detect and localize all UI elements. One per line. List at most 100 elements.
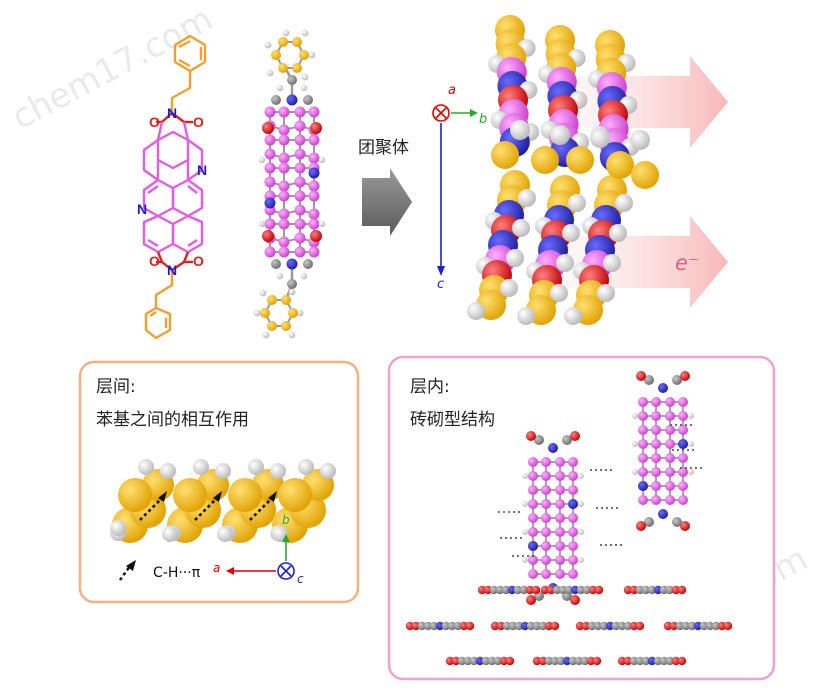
carbonyl-carbon-atom [513, 585, 523, 595]
hydrogen-atom [262, 331, 270, 339]
hydrogen-atom [632, 413, 638, 419]
oxygen-atom [525, 585, 535, 595]
nitrogen-atom [308, 167, 320, 179]
carbon-atom [665, 495, 675, 505]
hydrogen-atom [522, 557, 528, 563]
carbonyl-carbon-atom [303, 259, 313, 269]
carbonyl-carbon-atom [556, 656, 566, 666]
oxygen-atom [499, 656, 509, 666]
hydrogen-atom [215, 463, 231, 479]
hydrogen-atom [500, 279, 518, 297]
nitrogen-atom [264, 197, 276, 209]
carbonyl-carbon-atom [501, 585, 511, 595]
hydrogen-atom [615, 194, 633, 212]
carbon-atom [651, 495, 661, 505]
hydrogen-atom [590, 128, 610, 148]
interlayer-subtitle: 苯基之间的相互作用 [96, 410, 249, 430]
hydrogen-atom [248, 459, 264, 475]
carbon-atom [278, 208, 290, 220]
carbon-atom [294, 176, 306, 188]
carbonyl-carbon-atom [599, 621, 609, 631]
intralayer-panel [387, 355, 776, 681]
hydrogen-atom [467, 302, 485, 320]
oxygen-atom [526, 431, 536, 441]
carbonyl-carbon-atom [562, 435, 572, 445]
carbon-atom [665, 425, 675, 435]
carbonyl-carbon-atom [544, 656, 554, 666]
nitrogen-atom [658, 509, 668, 519]
hydrogen-atom [296, 309, 304, 317]
oxygen-atom [483, 585, 493, 595]
hydrogen-atom [217, 526, 233, 542]
carbon-atom [308, 152, 320, 164]
hydrogen-atom [609, 224, 627, 242]
carbonyl-carbon-atom [481, 656, 491, 666]
oxygen-atom [532, 656, 542, 666]
nitrogen-atom [507, 585, 517, 595]
carbon-atom [651, 481, 661, 491]
carbon-atom [264, 134, 276, 146]
carbonyl-carbon-atom [519, 585, 529, 595]
phenyl-carbon-atom [281, 321, 291, 331]
ch-pi-arrowhead [158, 491, 167, 502]
hydrogen-atom [578, 529, 584, 535]
nitrogen-atom [548, 443, 558, 453]
oxygen-atom [671, 585, 681, 595]
carbon-atom [294, 134, 306, 146]
nitrogen-atom [568, 499, 578, 509]
carbon-atom [264, 162, 276, 174]
carbon-atom [555, 555, 565, 565]
carbonyl-carbon-atom [564, 585, 574, 595]
carbon-atom [568, 471, 578, 481]
nitrogen-atom [520, 621, 530, 631]
hydrogen-atom [603, 254, 621, 272]
carbonyl-carbon-atom [453, 621, 463, 631]
phenyl-carbon-atom [566, 146, 594, 174]
oxygen-atom [623, 585, 633, 595]
carbon-atom [541, 541, 551, 551]
carbonyl-carbon-atom [271, 259, 281, 269]
carbon-atom [651, 467, 661, 477]
oxygen-atom [411, 621, 421, 631]
hydrogen-atom [270, 463, 286, 479]
carbonyl-carbon-atom [417, 621, 427, 631]
hydrogen-atom [276, 272, 284, 280]
ch-pi-arrowhead [268, 491, 277, 502]
carbonyl-carbon-atom [508, 621, 518, 631]
hydrogen-atom [266, 69, 274, 77]
phenyl-carbon-atom [278, 478, 312, 512]
hydrogen-atom [258, 156, 266, 164]
phenyl-carbon-atom [271, 50, 281, 60]
phenyl-carbon-atom [173, 478, 207, 512]
carbonyl-carbon-atom [699, 621, 709, 631]
oxygen-atom [465, 621, 475, 631]
carbon-atom [678, 481, 688, 491]
carbonyl-carbon-atom [647, 585, 657, 595]
oxygen-atom [677, 656, 687, 666]
oxygen-atom [671, 656, 681, 666]
carbon-atom [651, 425, 661, 435]
hydrogen-atom [632, 469, 638, 475]
carbonyl-carbon-atom [659, 585, 669, 595]
carbon-atom [528, 555, 538, 565]
carbon-atom [665, 467, 675, 477]
carbonyl-carbon-atom [463, 656, 473, 666]
nitrogen-atom [528, 541, 538, 551]
carbon-atom [294, 148, 306, 160]
carbonyl-carbon-atom [659, 656, 669, 666]
carbonyl-carbon-atom [568, 656, 578, 666]
phenyl-ring-top [173, 34, 207, 73]
hydrogen-atom [550, 284, 568, 302]
oxygen-atom [544, 621, 554, 631]
carbon-atom [678, 495, 688, 505]
nitrogen-atom [605, 621, 615, 631]
brickwork-molecules [498, 371, 702, 605]
hydrogen-atom [568, 194, 586, 212]
carbon-atom [638, 439, 648, 449]
carbonyl-carbon-atom [287, 75, 297, 85]
carbonyl-carbon-atom [558, 585, 568, 595]
oxygen-atom [663, 621, 673, 631]
oxygen-atom [680, 371, 690, 381]
carbonyl-carbon-atom [675, 621, 685, 631]
